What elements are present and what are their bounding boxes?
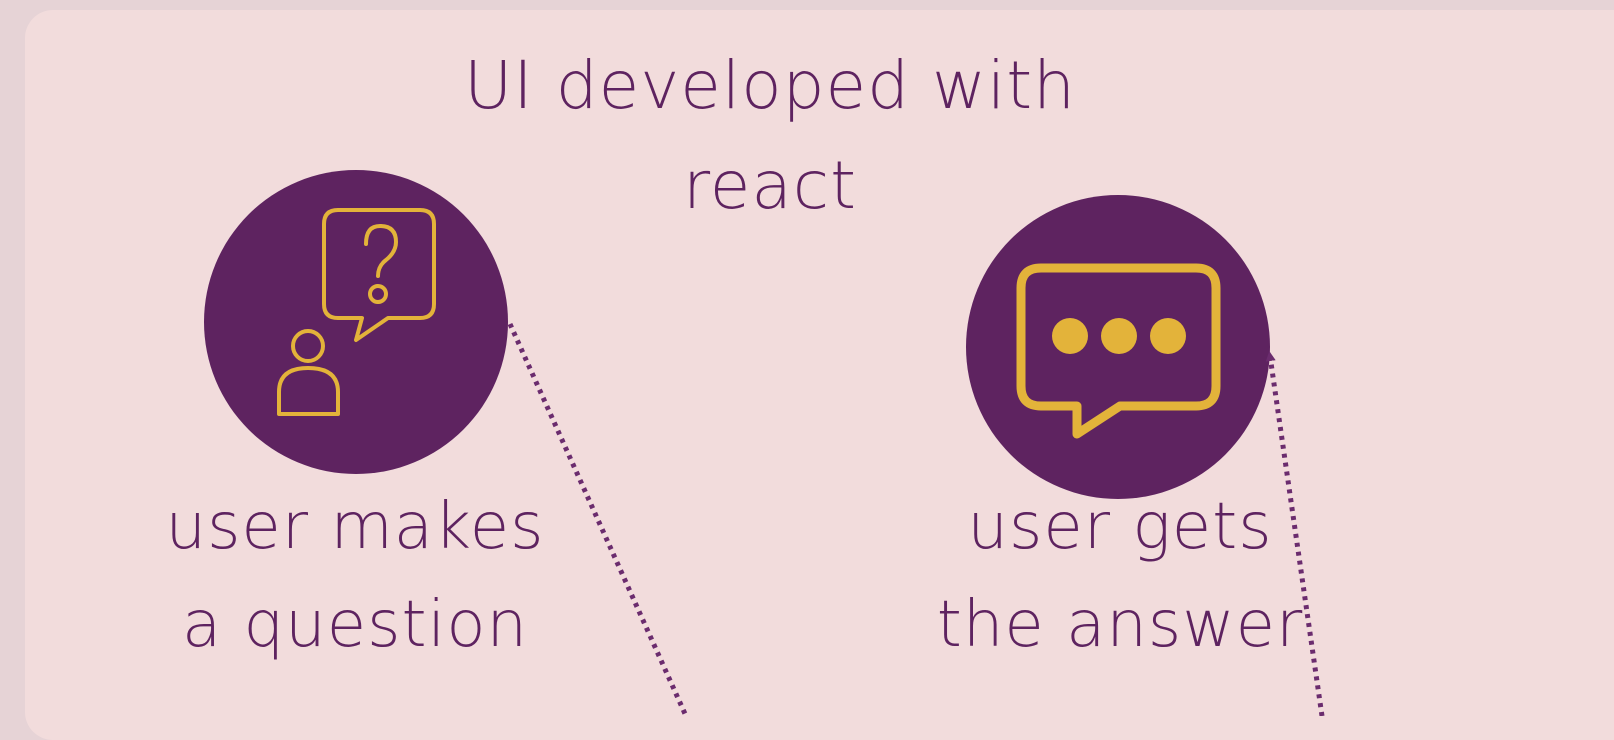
user-answer-label-line-2: the answer [936,588,1304,662]
chat-bubble-ellipsis-icon [1016,263,1221,439]
user-question-label-line-1: user makes [165,490,545,564]
user-answer-label: user gets the answer [870,478,1370,674]
user-question-icon [277,208,436,416]
user-question-label-line-2: a question [181,588,529,662]
title-line-2: react [683,147,857,224]
user-answer-label-line-1: user gets [967,490,1273,564]
user-question-node [204,170,508,474]
connector-to-answer [1265,351,1325,716]
user-question-label: user makes a question [130,478,580,674]
diagram-graphics [204,170,1325,716]
diagram-title: UI developed with react [420,36,1120,236]
title-line-1: UI developed with [463,47,1077,124]
